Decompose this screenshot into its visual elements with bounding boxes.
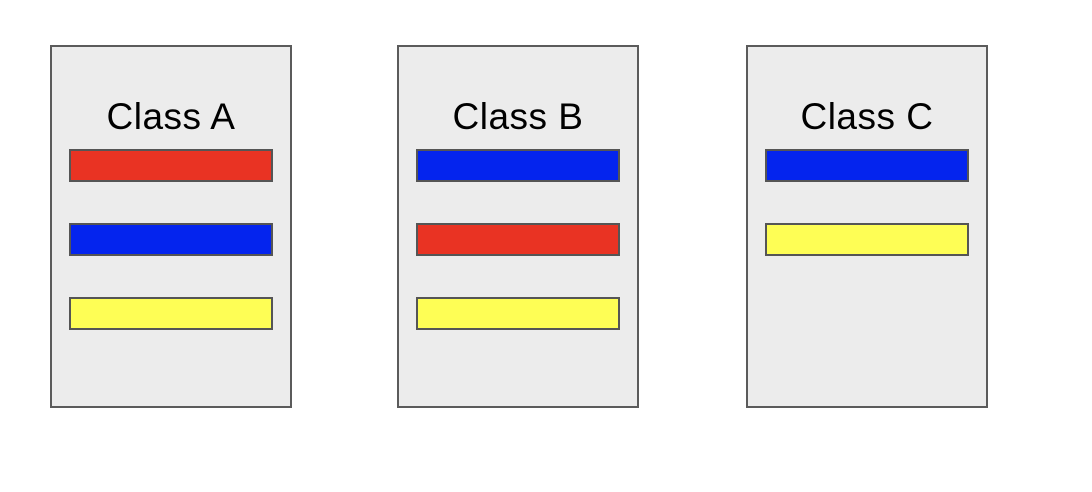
class-a-title: Class A	[106, 96, 236, 137]
class-box-b: Class B	[397, 45, 639, 408]
yellow-bar	[765, 223, 969, 256]
blue-bar	[765, 149, 969, 182]
yellow-bar	[416, 297, 620, 330]
red-bar	[69, 149, 273, 182]
class-b-bar-list	[399, 149, 637, 330]
blue-bar	[416, 149, 620, 182]
class-box-c: Class C	[746, 45, 988, 408]
class-b-title: Class B	[452, 96, 584, 137]
blue-bar	[69, 223, 273, 256]
class-c-bar-list	[748, 149, 986, 256]
red-bar	[416, 223, 620, 256]
yellow-bar	[69, 297, 273, 330]
class-c-title: Class C	[800, 96, 934, 137]
class-box-a: Class A	[50, 45, 292, 408]
class-a-bar-list	[52, 149, 290, 330]
